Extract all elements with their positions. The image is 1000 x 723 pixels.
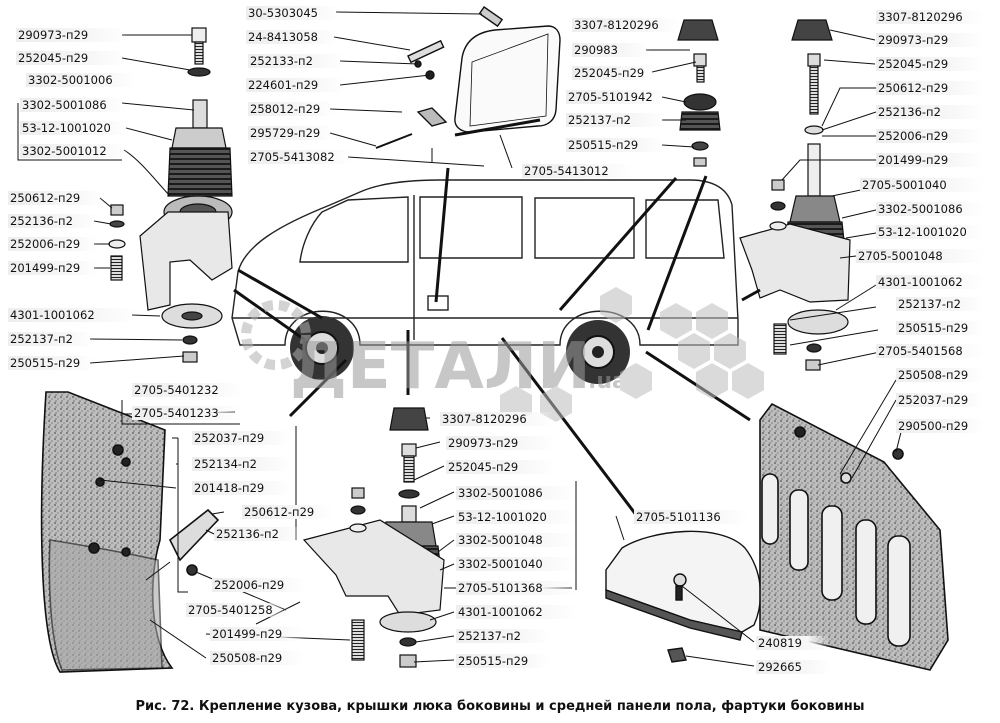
- part-label: 290500-п29: [896, 419, 984, 433]
- hatch-cover: [375, 6, 561, 149]
- part-label: 3302-5001012: [20, 144, 128, 158]
- part-label: 290973-п29: [876, 33, 984, 47]
- part-label: 201418-п29: [192, 481, 292, 495]
- part-label: 252006-п29: [8, 237, 98, 251]
- part-label: 250515-п29: [566, 138, 666, 152]
- part-label: 2705-5401568: [876, 344, 984, 358]
- part-label: 2705-5401232: [132, 383, 242, 397]
- part-label: 3307-8120296: [572, 18, 680, 32]
- part-label: 250508-п29: [896, 368, 984, 382]
- figure-caption: Рис. 72. Крепление кузова, крышки люка б…: [135, 699, 865, 714]
- part-label: 250515-п29: [8, 356, 94, 370]
- part-label: 252045-п29: [572, 66, 656, 80]
- part-label: 2705-5401233: [132, 406, 242, 420]
- part-label: 252137-п2: [896, 297, 984, 311]
- part-label: 2705-5101368: [456, 581, 576, 595]
- part-label: 4301-1001062: [876, 275, 984, 289]
- right-mount-assembly: [739, 19, 851, 371]
- part-label: 3302-5001048: [456, 533, 576, 547]
- part-label: 252134-п2: [192, 457, 292, 471]
- watermark-text: ДЕТАЛИ: [290, 330, 591, 404]
- part-label: 250612-п29: [242, 505, 332, 519]
- part-label: 252136-п2: [876, 105, 984, 119]
- part-label: 53-12-1001020: [456, 510, 576, 524]
- part-label: 252037-п29: [896, 393, 984, 407]
- part-label: 24-8413058: [246, 30, 338, 44]
- part-label: 252037-п29: [192, 431, 292, 445]
- part-label: 2705-5401258: [186, 603, 290, 617]
- part-label: 2705-5001040: [860, 178, 984, 192]
- part-label: 250612-п29: [876, 81, 984, 95]
- part-label: 252045-п29: [446, 460, 554, 474]
- part-label: 250515-п29: [896, 321, 984, 335]
- top-middle-stack: [677, 19, 721, 167]
- part-label: 30-5303045: [246, 6, 340, 20]
- part-label: 3302-5001086: [456, 486, 576, 500]
- left-mud-flap: [40, 391, 220, 673]
- part-label: 252045-п29: [876, 57, 984, 71]
- part-label: 4301-1001062: [456, 605, 576, 619]
- part-label: 2705-5001048: [856, 249, 984, 263]
- part-label: 290973-п29: [446, 436, 554, 450]
- part-label: 252136-п2: [214, 527, 304, 541]
- part-label: 201499-п29: [876, 153, 984, 167]
- part-label: 2705-5101942: [566, 90, 666, 104]
- part-label: 3302-5001006: [26, 73, 136, 87]
- part-label: 252137-п2: [8, 332, 94, 346]
- part-label: 240819: [756, 636, 830, 650]
- part-label: 201499-п29: [8, 261, 98, 275]
- part-label: 4301-1001062: [8, 308, 136, 322]
- part-label: 3307-8120296: [876, 10, 984, 24]
- bottom-middle-stack: [302, 407, 445, 668]
- part-label: 250612-п29: [8, 191, 104, 205]
- part-label: 53-12-1001020: [876, 225, 984, 239]
- part-label: 2705-5413082: [248, 150, 352, 164]
- part-label: 3302-5001086: [876, 202, 984, 216]
- part-label: 252045-п29: [16, 51, 126, 65]
- part-label: 252136-п2: [8, 214, 98, 228]
- part-label: 2705-5101136: [634, 510, 748, 524]
- part-label: 292665: [756, 660, 830, 674]
- part-label: 290983: [572, 43, 650, 57]
- part-label: 2705-5413012: [522, 164, 632, 178]
- part-label: 252006-п29: [876, 129, 984, 143]
- part-label: 250508-п29: [210, 651, 304, 665]
- floor-panel-cover: [605, 530, 762, 663]
- label-brackets: [295, 148, 577, 590]
- part-label: 3302-5001040: [456, 557, 576, 571]
- part-label: 290973-п29: [16, 28, 126, 42]
- right-mud-flap: [759, 402, 949, 671]
- part-label: 258012-п29: [248, 102, 334, 116]
- part-label: 53-12-1001020: [20, 121, 130, 135]
- part-label: 252137-п2: [456, 629, 550, 643]
- part-label: 250515-п29: [456, 654, 550, 668]
- part-label: 201499-п29: [210, 627, 304, 641]
- part-label: 252133-п2: [248, 54, 344, 68]
- part-label: 252006-п29: [212, 578, 306, 592]
- part-label: 3302-5001086: [20, 98, 126, 112]
- part-label: 3307-8120296: [440, 412, 554, 426]
- part-label: 295729-п29: [248, 126, 334, 140]
- part-label: 224601-п29: [246, 78, 344, 92]
- part-label: 252137-п2: [566, 113, 666, 127]
- left-mount-assembly: [108, 27, 233, 363]
